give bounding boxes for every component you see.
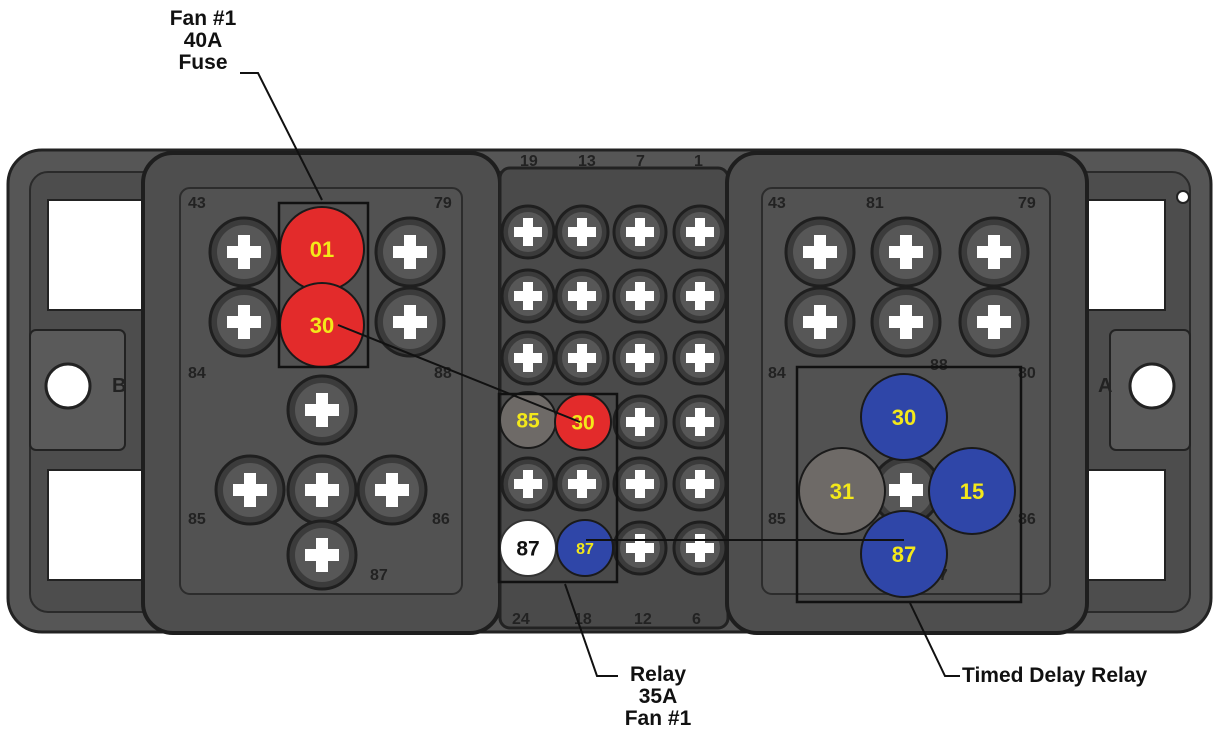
fuse-to-relay-line	[337, 324, 581, 423]
relay-box-outline	[497, 392, 619, 584]
mark-6: 6	[692, 611, 701, 628]
mark-right-84: 84	[768, 365, 786, 382]
relay-terminal-87-label: 87	[576, 541, 594, 558]
mark-left-43: 43	[188, 195, 206, 212]
timed-relay-leader-line	[909, 602, 960, 677]
left-relay-block	[141, 151, 502, 635]
leader-lines	[240, 72, 960, 677]
fuse-callout-line-3: Fuse	[178, 51, 228, 74]
mark-right-85: 85	[768, 511, 786, 528]
mark-left-85: 85	[188, 511, 206, 528]
mark-left-84: 84	[188, 365, 206, 382]
mark-right-80: 80	[1018, 365, 1036, 382]
timed-relay-terminal-15-label: 15	[960, 479, 984, 504]
fuse-leader-line	[240, 72, 323, 201]
timed-relay-terminal-31-circle	[798, 447, 886, 535]
side-mark-a: A	[1098, 375, 1112, 397]
fuse-callout: Fan #1 40A Fuse	[158, 8, 248, 74]
relay-leader-line	[564, 583, 618, 677]
relay-callout-line-3: Fan #1	[624, 707, 692, 730]
mark-19: 19	[520, 153, 538, 170]
mark-7: 7	[636, 153, 645, 170]
mark-left-86: 86	[432, 511, 450, 528]
mark-1: 1	[694, 153, 703, 170]
timed-relay-terminal-30-circle	[860, 373, 948, 461]
relay-terminal-87-label: 87	[516, 538, 539, 561]
relay-terminal-30-label: 30	[571, 412, 594, 435]
timed-relay-terminal-15-circle	[928, 447, 1016, 535]
group-boxes	[277, 201, 1023, 604]
timed-relay-box-outline	[795, 365, 1023, 604]
mark-right-86: 86	[1018, 511, 1036, 528]
mark-13: 13	[578, 153, 596, 170]
relay-callout: Relay 35A Fan #1	[618, 664, 698, 730]
mark-24: 24	[512, 611, 530, 628]
timed-relay-terminal-31-label: 31	[830, 479, 854, 504]
fuse-callout-line-1: Fan #1	[169, 7, 237, 30]
mark-right-79: 79	[1018, 195, 1036, 212]
timed-relay-callout-label: Timed Delay Relay	[962, 664, 1148, 687]
relay-terminal-87-circle	[556, 519, 614, 577]
mark-right-43: 43	[768, 195, 786, 212]
fuse-terminal-01-label: 01	[310, 237, 334, 262]
fuse-callout-line-2: 40A	[183, 29, 223, 52]
timed-relay-callout: Timed Delay Relay	[962, 665, 1147, 687]
relay-callout-line-1: Relay	[629, 663, 687, 686]
relay-callout-line-2: 35A	[638, 685, 678, 708]
side-mark-b: B	[112, 375, 126, 397]
relay-terminal-85-label: 85	[516, 410, 540, 433]
timed-relay-terminal-87-label: 87	[892, 542, 916, 567]
mark-right-81: 81	[866, 195, 884, 212]
timed-relay-terminal-30-label: 30	[892, 405, 916, 430]
highlighted-terminals: 01 30 85 30 87 87 30 31 15 87	[279, 206, 1016, 598]
mark-left-79: 79	[434, 195, 452, 212]
mark-right-88: 88	[930, 357, 948, 374]
fuse-terminal-30-label: 30	[310, 313, 334, 338]
fuse-box-outline	[277, 201, 370, 369]
mark-left-87: 87	[370, 567, 388, 584]
mount-hole-left	[44, 362, 92, 410]
mark-12: 12	[634, 611, 652, 628]
timed-relay-terminal-87-circle	[860, 510, 948, 598]
mount-hole-right	[1128, 362, 1176, 410]
